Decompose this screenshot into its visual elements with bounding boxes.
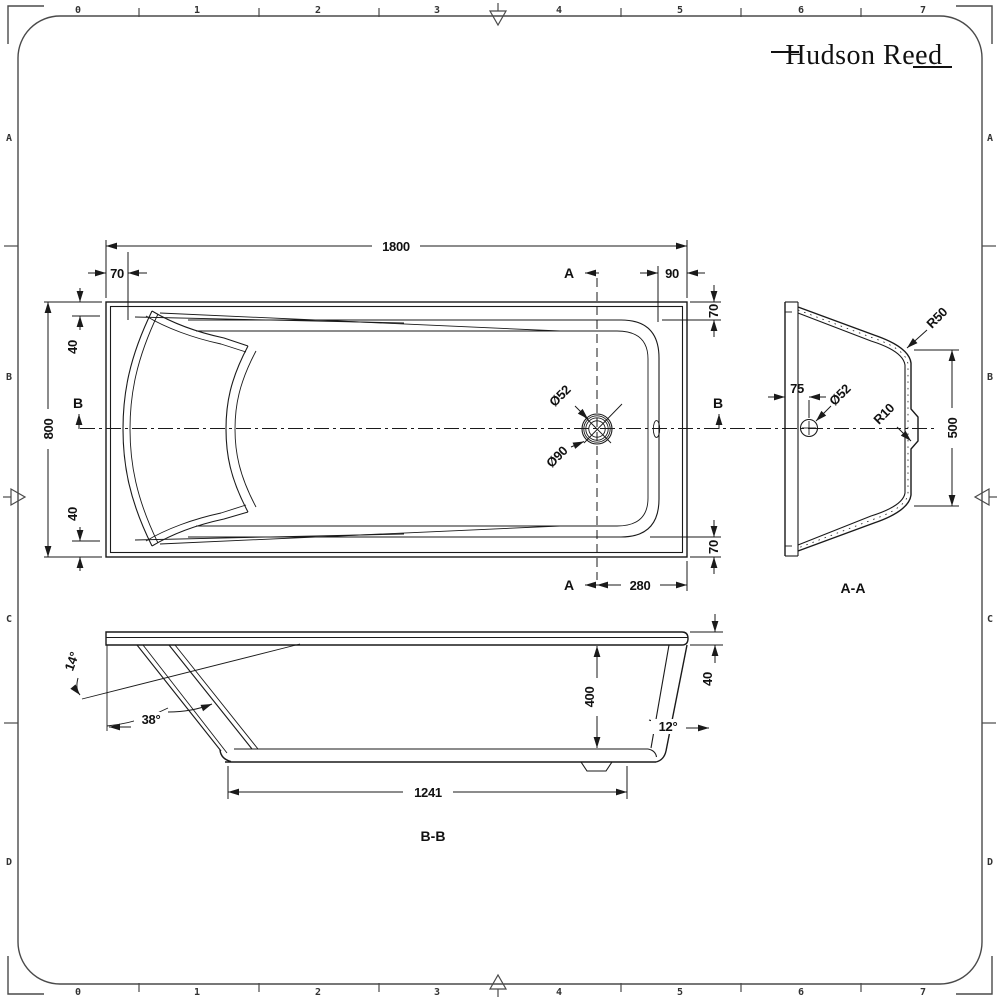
drain-callouts: Ø52 Ø90 — [543, 382, 589, 470]
dim-280-label: 280 — [630, 578, 651, 593]
section-b-label-left: B — [73, 395, 83, 411]
dim-70-side-top-label: 70 — [706, 304, 721, 318]
dim-800-label: 800 — [41, 419, 56, 440]
dim-70-left-label: 70 — [110, 266, 124, 281]
ruler-number: 4 — [556, 987, 562, 998]
ruler-letter: C — [987, 614, 993, 625]
top-ruler: 0 1 2 3 4 5 6 7 — [75, 5, 926, 16]
ruler-number: 1 — [194, 5, 200, 16]
aa-callouts: Ø52 R50 R10 — [815, 304, 950, 442]
bb-400-label: 400 — [582, 687, 597, 708]
bb-14deg-label: 14° — [62, 650, 83, 673]
plan-outline — [105, 301, 688, 558]
dim-90-label: 90 — [665, 266, 679, 281]
ruler-number: 6 — [798, 987, 804, 998]
border-frame — [17, 15, 983, 985]
ruler-letter: B — [6, 372, 12, 383]
bb-dim-1241: 1241 — [227, 766, 628, 800]
ruler-letter: D — [987, 857, 993, 868]
dim-70-side-bottom-label: 70 — [706, 540, 721, 554]
aa-dim-500: 500 — [914, 349, 960, 507]
ruler-number: 2 — [315, 5, 321, 16]
section-b-label-right: B — [713, 395, 723, 411]
brand-logo-text: Hudson Reed — [785, 40, 942, 71]
ruler-letter: B — [987, 372, 993, 383]
section-b-markers: B B — [73, 395, 723, 429]
bb-1241-label: 1241 — [414, 785, 442, 800]
ruler-number: 6 — [798, 5, 804, 16]
grid-ticks — [4, 8, 996, 992]
corner-bracket-top-left — [7, 5, 44, 44]
bb-12deg-label: 12° — [659, 719, 678, 734]
dim-edge-bottom-40: 40 — [65, 507, 100, 571]
dim-edge-top-40: 40 — [65, 288, 100, 354]
ruler-number: 4 — [556, 5, 562, 16]
aa-overflow-dia-label: Ø52 — [826, 381, 853, 408]
ruler-letter: C — [6, 614, 12, 625]
dim-end-inset-70: 70 — [88, 252, 147, 320]
ruler-number: 3 — [434, 5, 440, 16]
sheet-frame: 0 1 2 3 4 5 6 7 0 1 2 3 4 5 6 7 A B C D … — [3, 3, 997, 998]
ruler-number: 2 — [315, 987, 321, 998]
bb-dim-14deg: 14° — [62, 650, 83, 696]
bb-40-label: 40 — [700, 672, 715, 686]
backrest-contours — [122, 310, 561, 547]
waste-dia-label: Ø52 — [546, 382, 573, 409]
aa-outline — [784, 301, 919, 557]
aa-overflow-hole — [799, 418, 819, 438]
plan-view: Ø52 Ø90 A A B B 1800 70 — [41, 238, 938, 593]
ruler-number: 5 — [677, 5, 683, 16]
aa-500-label: 500 — [945, 418, 960, 439]
ruler-number: 0 — [75, 987, 81, 998]
section-a-markers: A A — [564, 265, 599, 593]
dim-side-top-70: 70 — [662, 285, 721, 337]
ruler-number: 0 — [75, 5, 81, 16]
corner-bracket-bottom-left — [7, 956, 44, 995]
left-ruler: A B C D — [6, 133, 12, 868]
overflow-hole — [652, 420, 661, 438]
brand-logo: Hudson Reed — [771, 40, 952, 71]
centering-marks — [3, 3, 997, 997]
dim-1800-label: 1800 — [382, 239, 410, 254]
bottom-ruler: 0 1 2 3 4 5 6 7 — [75, 987, 926, 998]
aa-r50-label: R50 — [923, 304, 950, 331]
ruler-number: 3 — [434, 987, 440, 998]
waste-drain — [581, 403, 623, 445]
section-a-label-bottom: A — [564, 577, 574, 593]
dim-drain-inset-90: 90 — [640, 266, 705, 322]
corner-bracket-bottom-right — [956, 956, 993, 995]
ruler-letter: D — [6, 857, 12, 868]
bb-dim-400: 400 — [582, 646, 601, 748]
ruler-number: 7 — [920, 5, 926, 16]
aa-r10-label: R10 — [870, 400, 897, 427]
bb-dim-38deg: 38° — [106, 703, 213, 731]
bb-dim-12deg: 12° — [648, 719, 709, 734]
ruler-number: 5 — [677, 987, 683, 998]
dim-length-1800: 1800 — [105, 238, 688, 298]
section-bb-view: 14° 38° 12° 400 40 — [62, 614, 723, 844]
bb-foot-boss — [580, 761, 613, 772]
dim-width-800: 800 — [41, 301, 102, 558]
bb-38deg-label: 38° — [142, 712, 161, 727]
bb-outline — [81, 631, 689, 772]
bb-dim-40: 40 — [690, 614, 723, 686]
drain-recess-dia-label: Ø90 — [543, 443, 570, 470]
ruler-number: 1 — [194, 987, 200, 998]
ruler-number: 7 — [920, 987, 926, 998]
dim-side-bottom-70: 70 — [650, 520, 721, 574]
dim-drain-280: 280 — [597, 561, 688, 593]
section-aa-title: A-A — [841, 580, 866, 596]
section-aa-view: Ø52 R50 R10 75 500 A-A — [768, 301, 960, 596]
ruler-letter: A — [987, 133, 993, 144]
section-a-label-top: A — [564, 265, 574, 281]
aa-dim-75: 75 — [768, 381, 826, 418]
right-ruler: A B C D — [987, 133, 993, 868]
dim-40-top-label: 40 — [65, 340, 80, 354]
dim-40-bottom-label: 40 — [65, 507, 80, 521]
section-bb-title: B-B — [421, 828, 446, 844]
corner-bracket-top-right — [956, 5, 993, 44]
aa-75-label: 75 — [790, 381, 804, 396]
ruler-letter: A — [6, 133, 12, 144]
